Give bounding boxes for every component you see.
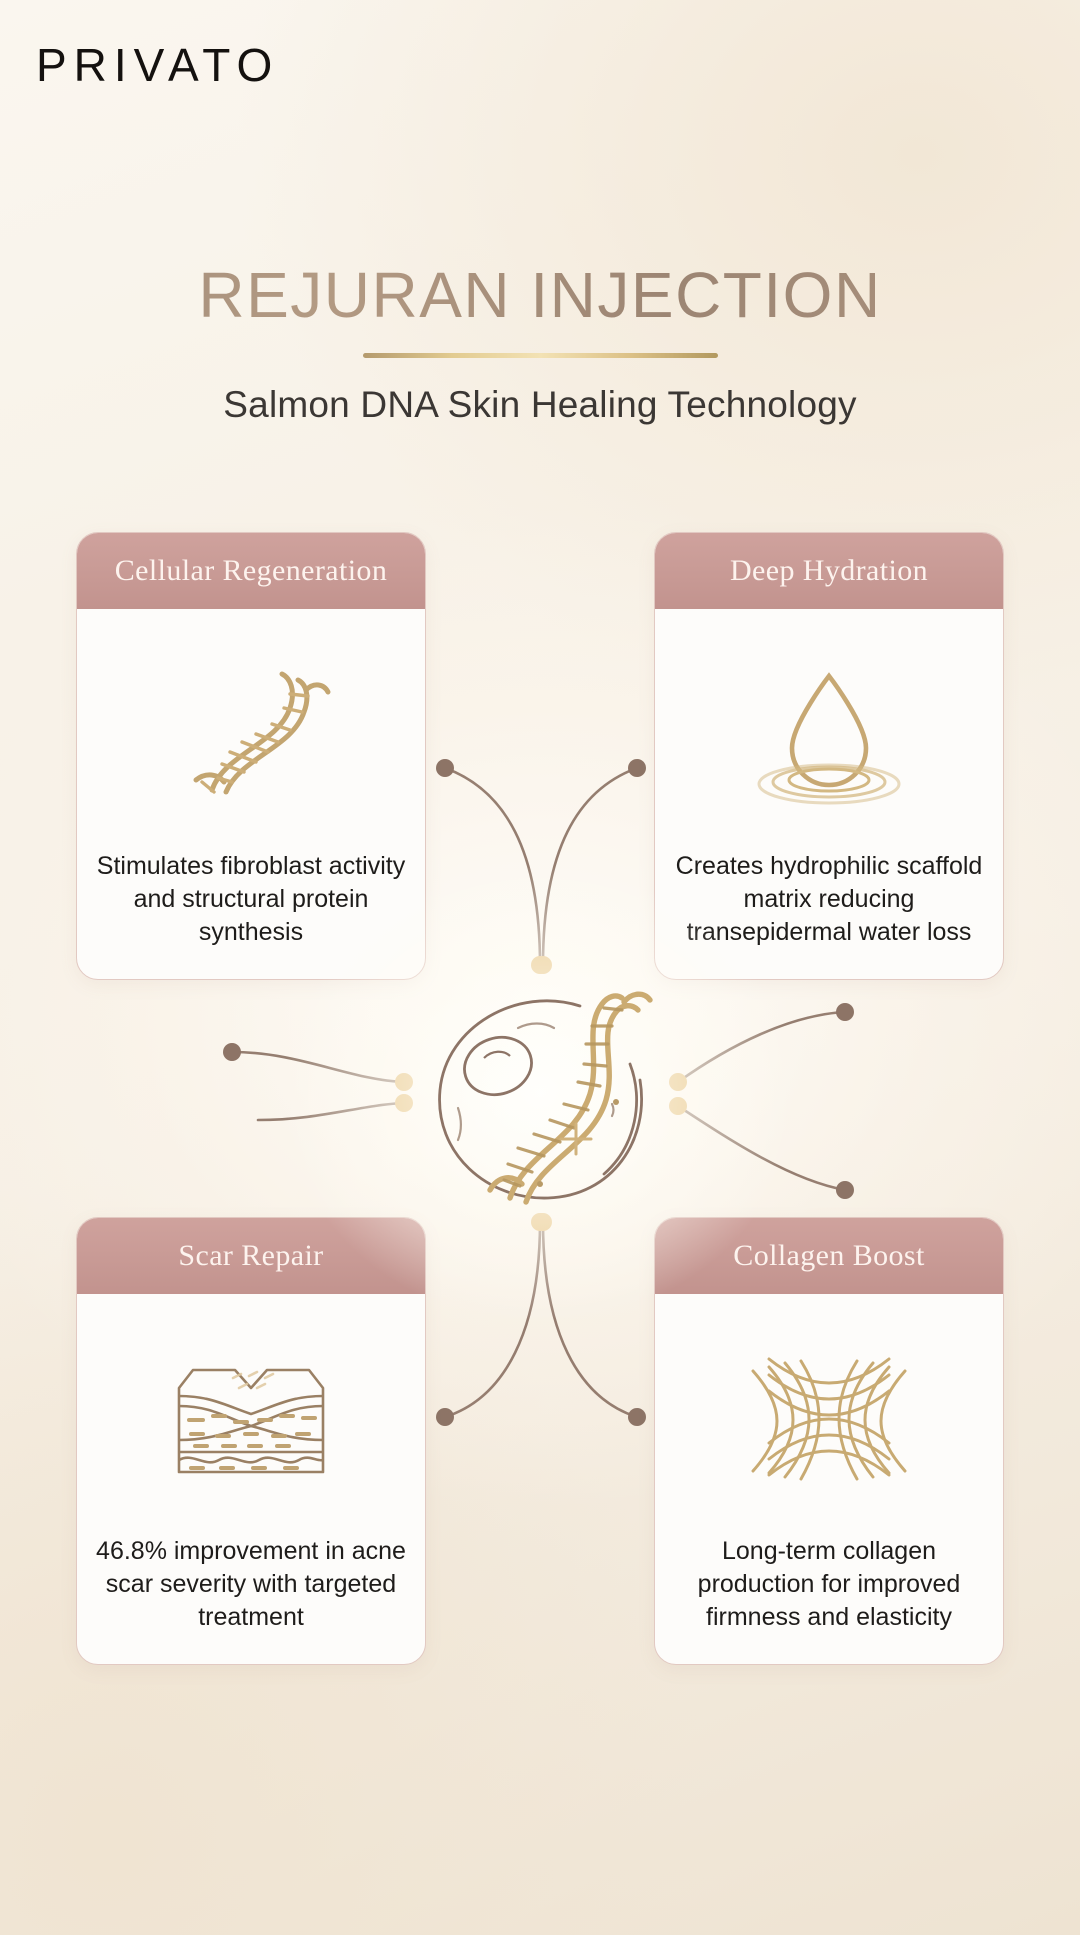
water-droplet-icon	[655, 609, 1003, 850]
card-header: Scar Repair	[77, 1218, 425, 1294]
dna-helix-icon	[77, 609, 425, 850]
feature-card-deep-hydration[interactable]: Deep Hydration Creates hydrophilic scaff…	[654, 532, 1004, 980]
page-title: REJURAN INJECTION	[0, 258, 1080, 332]
card-body-text: 46.8% improvement in acne scar severity …	[96, 1537, 406, 1631]
card-body-text: Stimulates fibroblast activity and struc…	[96, 852, 406, 946]
title-divider	[362, 353, 718, 358]
card-title: Collagen Boost	[733, 1239, 925, 1272]
card-title: Cellular Regeneration	[114, 554, 388, 587]
title-block: REJURAN INJECTION Salmon DNA Skin Healin…	[0, 258, 1080, 426]
card-title: Deep Hydration	[729, 554, 929, 587]
page-subtitle: Salmon DNA Skin Healing Technology	[223, 384, 857, 425]
cell-dna-hub-icon	[398, 968, 682, 1218]
card-body-text: Long-term collagen production for improv…	[697, 1537, 961, 1631]
card-title: Scar Repair	[178, 1239, 324, 1272]
feature-card-scar-repair[interactable]: Scar Repair	[76, 1217, 426, 1665]
card-header: Deep Hydration	[655, 533, 1003, 609]
card-header: Cellular Regeneration	[77, 533, 425, 609]
feature-card-collagen-boost[interactable]: Collagen Boost	[654, 1217, 1004, 1665]
brand-logo: PRIVATO	[36, 39, 280, 91]
skin-layers-icon	[77, 1294, 425, 1535]
card-header: Collagen Boost	[655, 1218, 1003, 1294]
feature-card-cellular-regeneration[interactable]: Cellular Regeneration	[76, 532, 426, 980]
card-body-text: Creates hydrophilic scaffold matrix redu…	[675, 852, 983, 946]
collagen-weave-icon	[655, 1294, 1003, 1535]
